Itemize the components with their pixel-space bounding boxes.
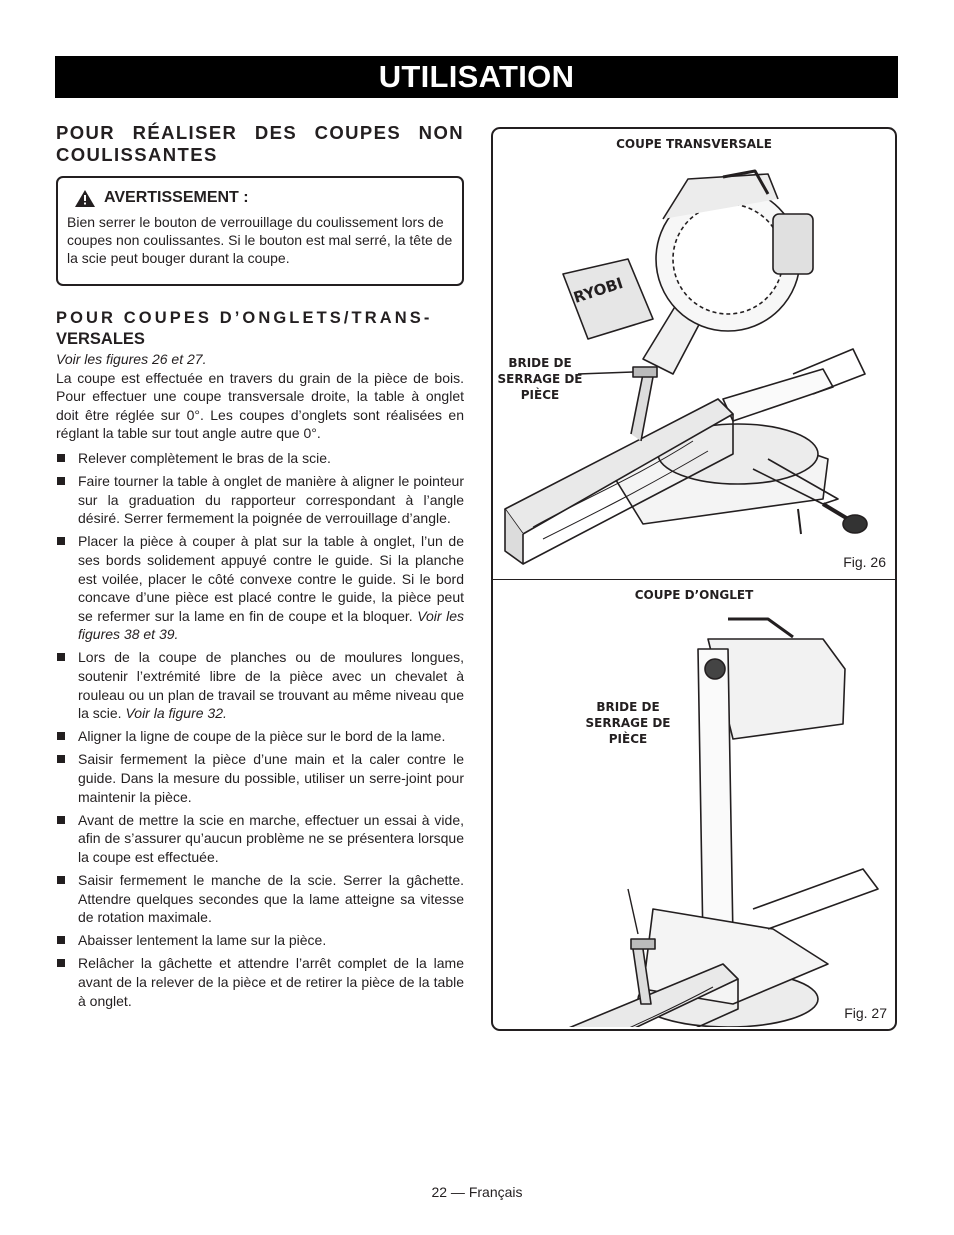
warning-header: AVERTISSEMENT : bbox=[67, 189, 453, 207]
list-item: Relever complètement le bras de la scie. bbox=[56, 449, 464, 468]
page-footer: 22 — Français bbox=[431, 1184, 523, 1200]
section-title-miter-cross: POUR COUPES D’ONGLETS/TRANS- VERSALES bbox=[56, 308, 464, 350]
list-item: Aligner la ligne de coupe de la pièce su… bbox=[56, 727, 464, 746]
section-title-line2: VERSALES bbox=[56, 330, 145, 348]
section-title-non-sliding: POUR RÉALISER DES COUPES NON COULISSANTE… bbox=[56, 122, 464, 165]
left-column: POUR RÉALISER DES COUPES NON COULISSANTE… bbox=[56, 122, 464, 1015]
section-title-line1: POUR COUPES D’ONGLETS/TRANS- bbox=[56, 309, 433, 327]
warning-box: AVERTISSEMENT : Bien serrer le bouton de… bbox=[56, 176, 464, 286]
fig27-miter-saw-illustration bbox=[568, 617, 879, 1027]
intro-paragraph: La coupe est effectuée en travers du gra… bbox=[56, 369, 464, 442]
warning-text: Bien serrer le bouton de verrouillage du… bbox=[67, 214, 453, 266]
figure-reference: Voir les figures 26 et 27. bbox=[56, 351, 207, 367]
list-item: Saisir fermement la pièce d’une main et … bbox=[56, 750, 464, 806]
list-item: Avant de mettre la scie en marche, effec… bbox=[56, 811, 464, 867]
fig26-miter-saw-illustration: RYOBI bbox=[504, 169, 868, 565]
list-item: Relâcher la gâchette et attendre l’arrêt… bbox=[56, 954, 464, 1010]
section-banner: UTILISATION bbox=[55, 56, 898, 98]
fig27-number: Fig. 27 bbox=[844, 1005, 887, 1021]
list-item: Abaisser lentement la lame sur la pièce. bbox=[56, 931, 464, 950]
figure-divider bbox=[493, 579, 895, 580]
list-item: Faire tourner la table à onglet de maniè… bbox=[56, 472, 464, 528]
fig26-title: COUPE TRANSVERSALE bbox=[616, 137, 772, 151]
warning-title: AVERTISSEMENT : bbox=[104, 189, 249, 206]
fig27-title: COUPE D’ONGLET bbox=[634, 588, 754, 602]
fig26-number: Fig. 26 bbox=[843, 554, 886, 570]
fig26-callout: BRIDE DE SERRAGE DE PIÈCE bbox=[497, 356, 583, 402]
warning-triangle-icon bbox=[75, 189, 95, 207]
fig27-callout: BRIDE DE SERRAGE DE PIÈCE bbox=[585, 700, 671, 746]
instruction-list: Relever complètement le bras de la scie.… bbox=[56, 449, 464, 1010]
list-item: Lors de la coupe de planches ou de moulu… bbox=[56, 648, 464, 722]
list-item: Saisir fermement le manche de la scie. S… bbox=[56, 871, 464, 927]
figure-panel: COUPE TRANSVERSALE BRIDE DE SERRAGE DE P… bbox=[491, 127, 897, 1031]
list-item: Placer la pièce à couper à plat sur la t… bbox=[56, 532, 464, 644]
